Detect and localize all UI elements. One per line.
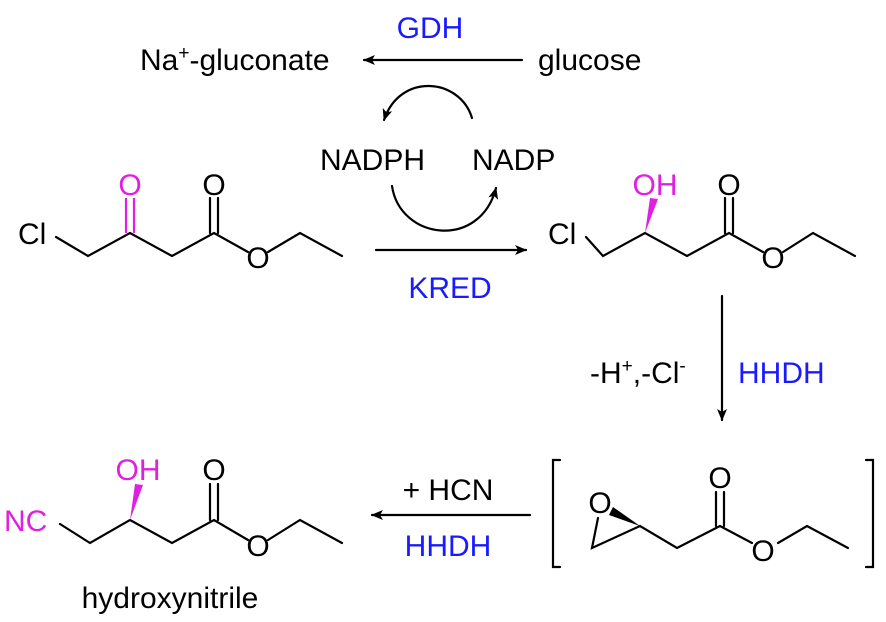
glucose-label: glucose <box>538 44 641 77</box>
enzyme-kred: KRED <box>408 272 491 305</box>
atom-o-epoxide: O <box>588 487 611 520</box>
atom-o-ester: O <box>751 535 774 568</box>
nadph-label: NADPH <box>320 144 425 177</box>
gluconate-label: Na+-gluconate <box>140 43 330 77</box>
enzyme-gdh: GDH <box>397 12 464 45</box>
atom-o-carbonyl: O <box>717 169 740 202</box>
product-label: hydroxynitrile <box>82 582 259 615</box>
bracket-left <box>551 458 562 569</box>
atom-o-carbonyl: O <box>202 454 225 487</box>
atom-cl: Cl <box>18 218 46 251</box>
bracket-right <box>864 458 875 569</box>
atom-o-ester: O <box>761 242 784 275</box>
atom-oh: OH <box>633 169 678 202</box>
atom-o-ester: O <box>246 242 269 275</box>
ketoester-molecule: Cl O O O <box>18 169 344 275</box>
enzyme-hhdh-2: HHDH <box>405 530 492 563</box>
atom-o-ester: O <box>246 530 269 563</box>
enzyme-hhdh-1: HHDH <box>738 357 825 390</box>
hydroxynitrile-molecule: NC OH O O <box>4 454 344 563</box>
hcn-label: + HCN <box>403 474 494 507</box>
atom-o-carbonyl: O <box>202 169 225 202</box>
epoxide-intermediate: O O O <box>551 458 875 569</box>
cycle-arrow-top <box>382 84 474 122</box>
atom-cl: Cl <box>548 218 576 251</box>
nadp-label: NADP <box>472 144 555 177</box>
elimination-label: -H+,-Cl- <box>590 356 686 390</box>
atom-oh: OH <box>116 454 161 487</box>
cycle-arrow-bottom <box>390 184 499 232</box>
atom-o-keto: O <box>118 169 141 202</box>
chlorohydrin-molecule: Cl OH O O <box>548 169 857 275</box>
atom-nc: NC <box>4 505 47 538</box>
atom-o-carbonyl: O <box>708 462 731 495</box>
